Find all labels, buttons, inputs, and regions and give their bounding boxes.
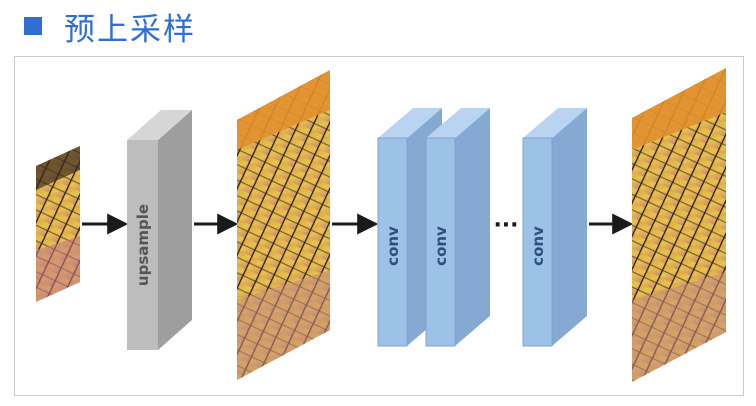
conv-label-1: conv [384,226,402,266]
output-highres-image [632,68,726,382]
upsampled-image [237,70,330,380]
ellipsis: ··· [493,213,518,238]
conv-label-2: conv [432,226,450,266]
conv-block-3: conv [522,108,587,347]
title-text: 预上采样 [64,11,196,48]
square-bullet-icon [24,17,42,35]
upsample-block: upsample [127,110,192,350]
conv-label-3: conv [529,226,547,266]
input-lowres-image [36,146,80,302]
slide-title: 预上采样 [24,6,196,48]
conv-block-2: conv [425,108,490,347]
upsample-label: upsample [134,204,152,286]
